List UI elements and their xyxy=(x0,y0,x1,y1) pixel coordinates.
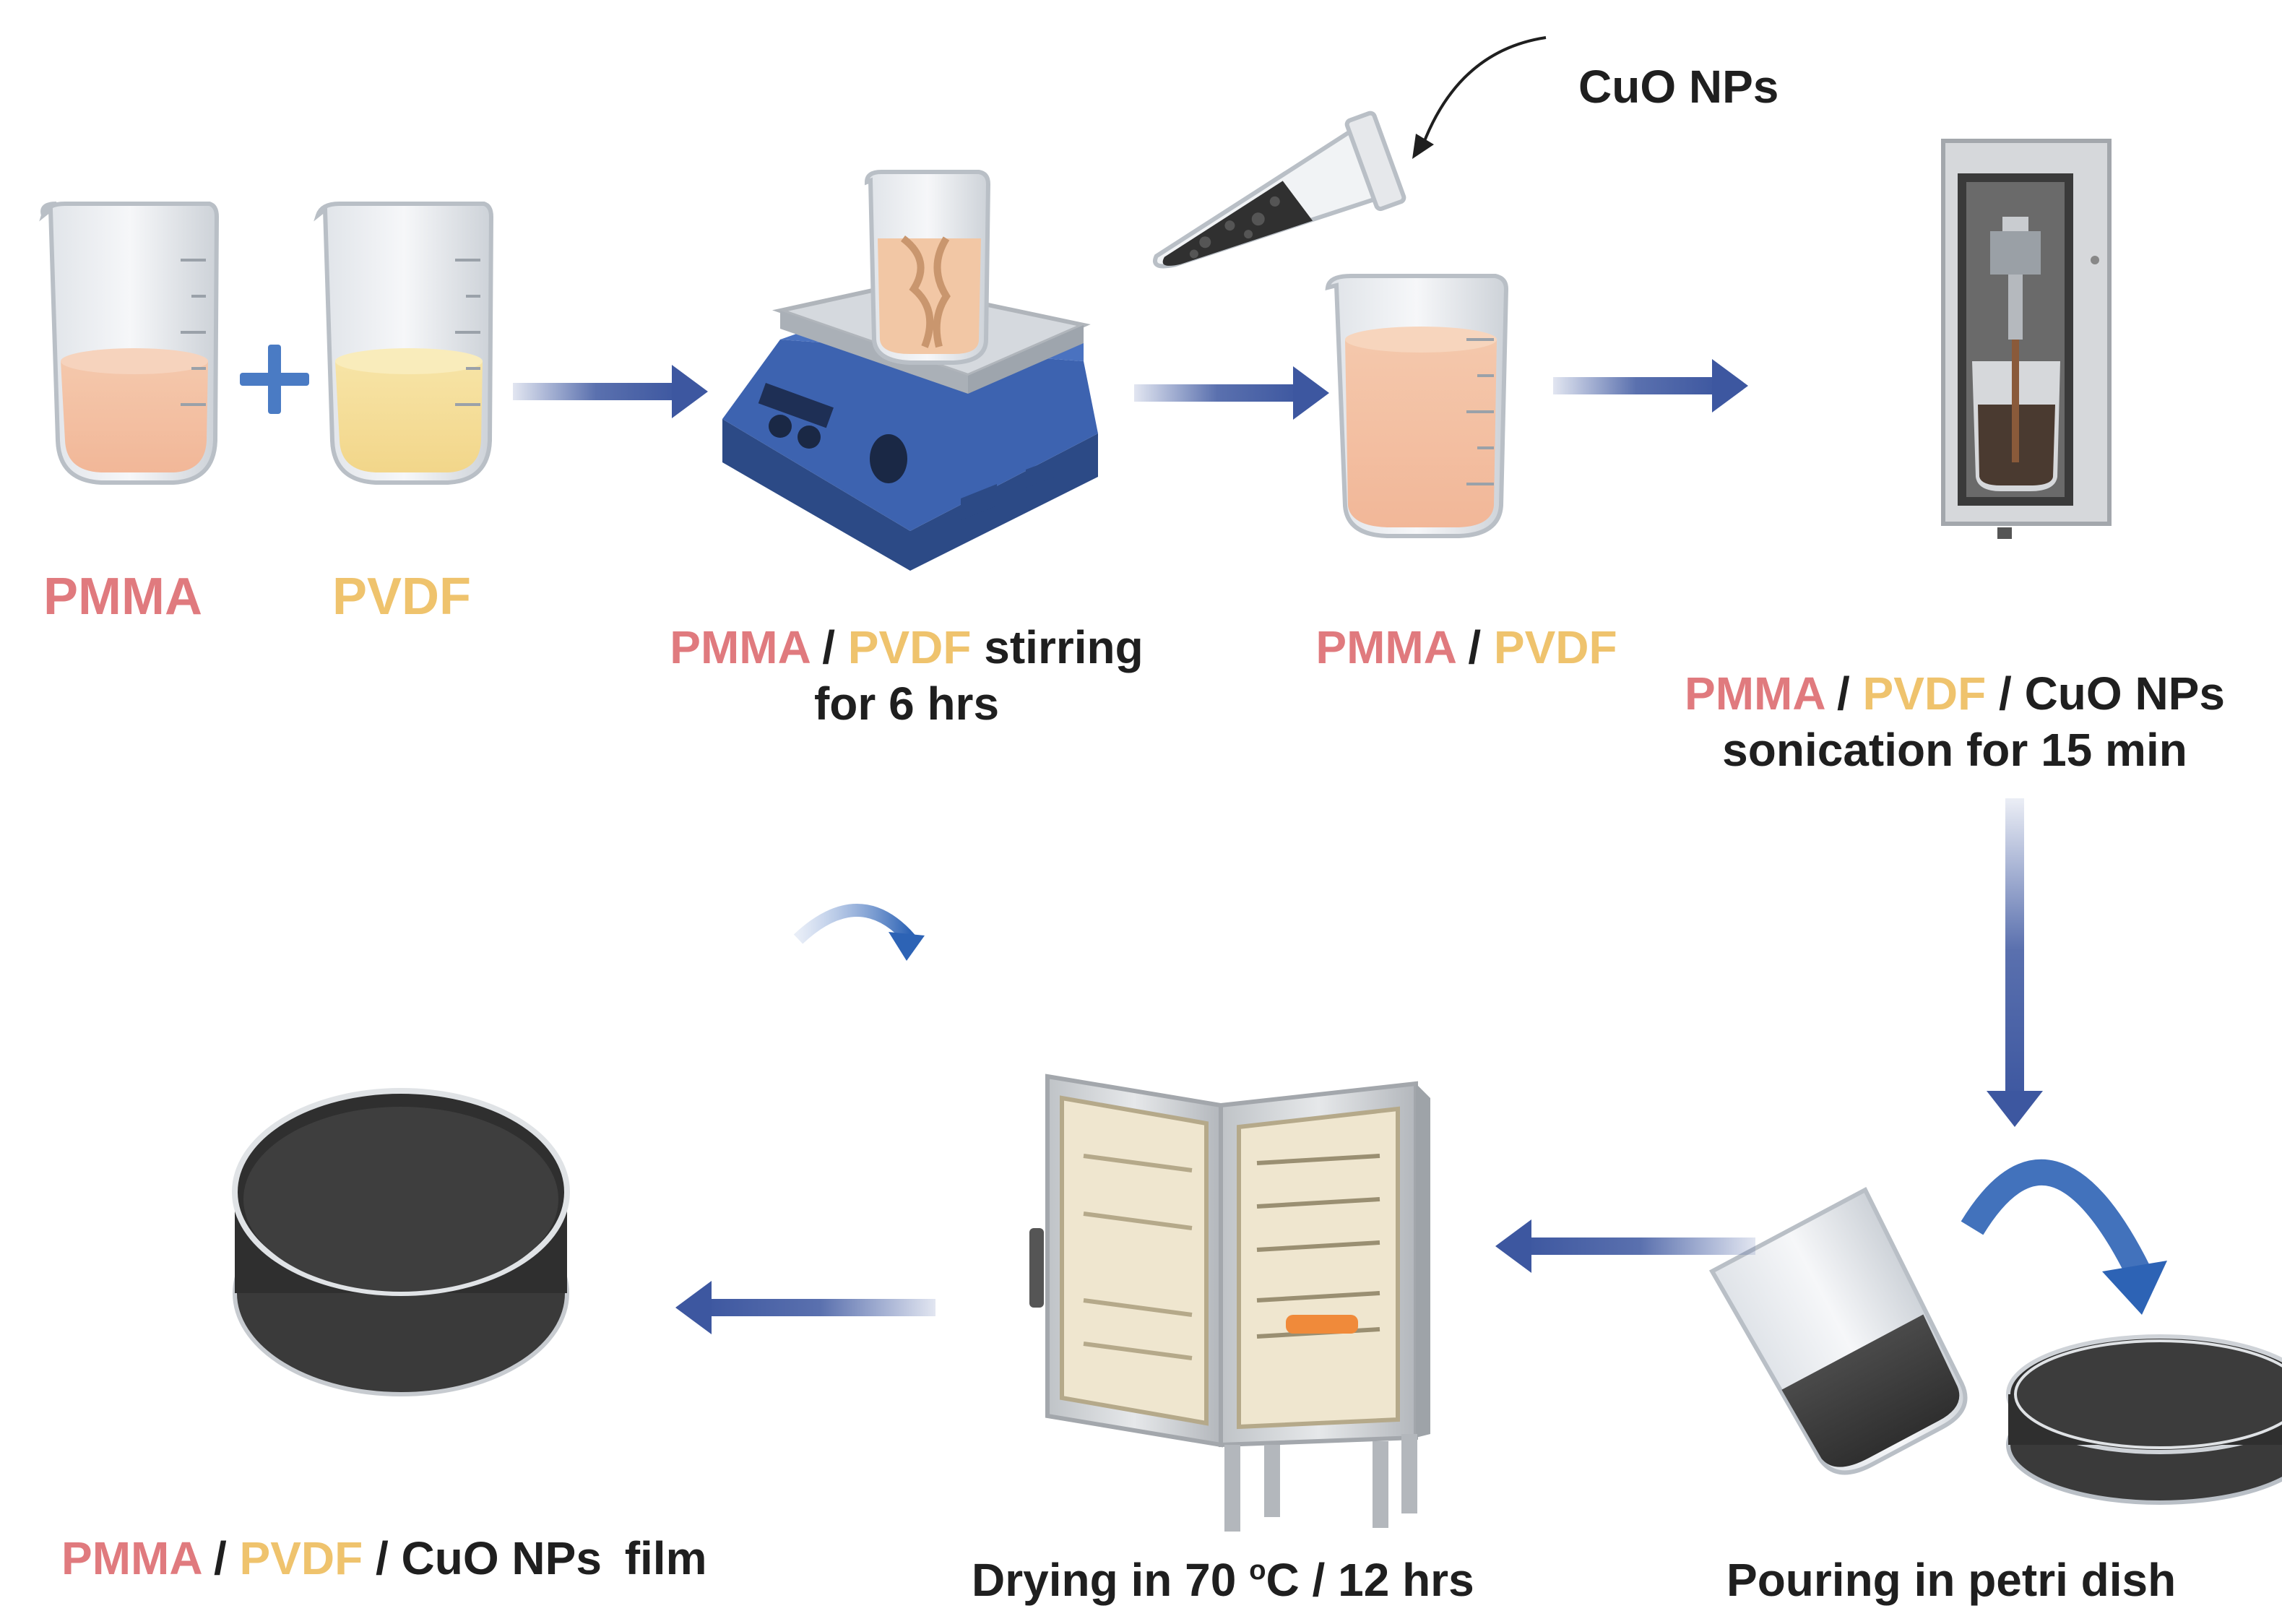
pmma-pvdf-label: PMMA / PVDF xyxy=(1315,624,1617,670)
stirring-label: PMMA / PVDF stirring xyxy=(670,624,1143,670)
stirring-text: stirring xyxy=(984,621,1144,673)
drying-oven-icon xyxy=(1029,1074,1430,1532)
arrow-down xyxy=(1987,798,2043,1127)
drying-prefix: Drying in 70 xyxy=(972,1554,1237,1607)
son-pvdf: PVDF xyxy=(1862,668,1987,720)
pmma-label: PMMA xyxy=(43,568,202,626)
film-label: PMMA / PVDF / CuO NPs film xyxy=(61,1535,706,1581)
stirring-slash: / xyxy=(822,621,835,673)
pouring-label: Pouring in petri dish xyxy=(1726,1554,2177,1606)
pouring-beaker-icon xyxy=(1708,1186,1968,1475)
plus-icon xyxy=(240,345,309,414)
sonication-duration-label: sonication for 15 min xyxy=(1722,724,2187,776)
pour-curved-arrow xyxy=(1961,1159,2167,1315)
stirring-pmma: PMMA xyxy=(670,621,810,673)
film-slash-2: / xyxy=(375,1532,389,1584)
pvdf-beaker-icon xyxy=(314,202,494,485)
drying-label: Drying in 70 oC / 12 hrs xyxy=(972,1554,1474,1607)
drying-degree: o xyxy=(1249,1555,1266,1586)
cuo-nps-label: CuO NPs xyxy=(1578,61,1779,113)
arrow-left-1 xyxy=(1495,1219,1755,1273)
arrow-left-2 xyxy=(675,1281,935,1334)
film-pvdf: PVDF xyxy=(239,1532,363,1584)
arrow-right-1 xyxy=(513,365,708,418)
mix-pvdf: PVDF xyxy=(1493,621,1617,673)
son-cuo: CuO NPs xyxy=(2024,668,2225,720)
mix-slash: / xyxy=(1468,621,1482,673)
son-slash-2: / xyxy=(1999,668,2012,720)
stirrer-hotplate-icon xyxy=(722,170,1098,571)
son-slash-1: / xyxy=(1836,668,1850,720)
pvdf-label: PVDF xyxy=(332,568,472,626)
cuo-curved-arrowhead xyxy=(1412,134,1434,159)
mix-pmma: PMMA xyxy=(1315,621,1456,673)
cuo-curved-arrow xyxy=(1422,36,1547,145)
small-curved-arrow xyxy=(793,904,925,961)
film-cuo: CuO NPs xyxy=(401,1532,602,1584)
stirring-duration-label: for 6 hrs xyxy=(813,678,1000,730)
film-slash-1: / xyxy=(213,1532,227,1584)
arrow-right-2 xyxy=(1134,366,1329,420)
film-pmma: PMMA xyxy=(61,1532,202,1584)
petri-dish-small-icon xyxy=(2006,1334,2282,1505)
pmma-pvdf-beaker-icon xyxy=(1325,274,1509,538)
arrow-right-3 xyxy=(1553,359,1748,413)
film-word: film xyxy=(624,1532,707,1584)
stirring-pvdf: PVDF xyxy=(847,621,972,673)
drying-suffix: C / 12 hrs xyxy=(1266,1554,1474,1607)
cuo-nps-tube-icon xyxy=(1153,111,1406,269)
sonicator-icon xyxy=(1941,139,2112,539)
son-pmma: PMMA xyxy=(1685,668,1825,720)
sonication-title-label: PMMA / PVDF / CuO NPs xyxy=(1685,670,2225,717)
film-petri-dish-icon xyxy=(232,1088,570,1396)
pmma-beaker-icon xyxy=(39,202,220,485)
